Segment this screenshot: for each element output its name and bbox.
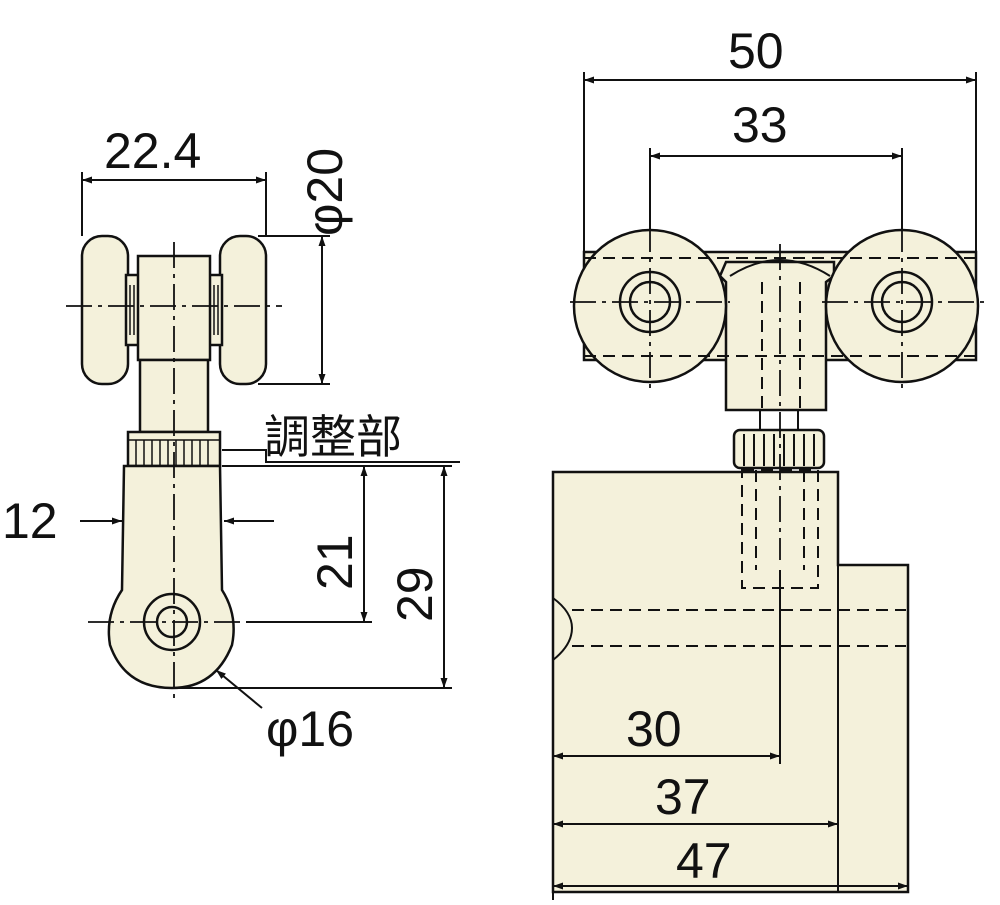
lower-body bbox=[107, 464, 235, 690]
front-adjust-nut bbox=[732, 428, 826, 470]
dim-29-label: 29 bbox=[387, 566, 443, 622]
center-bracket bbox=[718, 260, 836, 412]
dim-33-label: 33 bbox=[732, 97, 788, 153]
dim-47-label: 47 bbox=[676, 833, 732, 889]
side-view-centerlines bbox=[66, 242, 282, 700]
dim-21-label: 21 bbox=[307, 534, 363, 590]
front-view-centerlines bbox=[570, 226, 984, 560]
dim-22-4-label: 22.4 bbox=[104, 123, 201, 179]
dim-30-label: 30 bbox=[626, 701, 682, 757]
right-wheel bbox=[218, 234, 268, 386]
adjust-part-label: 調整部 bbox=[264, 410, 402, 464]
nut-knurl bbox=[128, 285, 220, 466]
dim-37-label: 37 bbox=[655, 769, 711, 825]
left-wheel bbox=[80, 234, 130, 386]
rail-body bbox=[551, 470, 910, 894]
dim-50-label: 50 bbox=[728, 23, 784, 79]
front-view-dimensions bbox=[552, 72, 977, 900]
dim-phi20-label: φ20 bbox=[297, 148, 353, 236]
front-view bbox=[551, 228, 980, 894]
dim-12-label: 12 bbox=[2, 493, 58, 549]
dim-phi16-label: φ16 bbox=[266, 701, 354, 757]
side-view-dimensions bbox=[80, 172, 460, 709]
